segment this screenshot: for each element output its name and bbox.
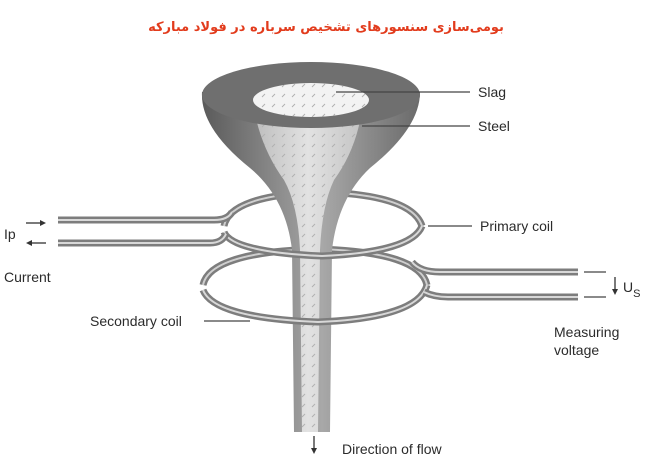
primary-coil-label: Primary coil: [480, 218, 553, 234]
slag-label: Slag: [478, 84, 506, 100]
ip-label: Ip: [4, 226, 16, 242]
primary-coil: [58, 210, 426, 260]
current-label: Current: [4, 269, 51, 285]
direction-of-flow-label: Direction of flow: [342, 441, 442, 457]
flow-arrow-down-icon: [311, 436, 317, 454]
steel-label: Steel: [478, 118, 510, 134]
secondary-coil: [199, 259, 578, 326]
arrow-right-icon: [26, 220, 46, 226]
funnel-top: [202, 62, 420, 128]
arrow-down-icon: [612, 277, 618, 295]
arrow-left-icon: [26, 240, 46, 246]
us-subscript: S: [633, 288, 640, 300]
measuring-label: Measuring: [554, 324, 619, 340]
page-title: بومی‌سازی سنسورهای تشخیص سرباره در فولاد…: [148, 20, 504, 35]
secondary-coil-label: Secondary coil: [90, 313, 182, 329]
us-main: U: [623, 279, 633, 295]
funnel-nozzle: [201, 92, 420, 432]
voltage-label: voltage: [554, 342, 599, 358]
us-label: US: [623, 279, 640, 300]
